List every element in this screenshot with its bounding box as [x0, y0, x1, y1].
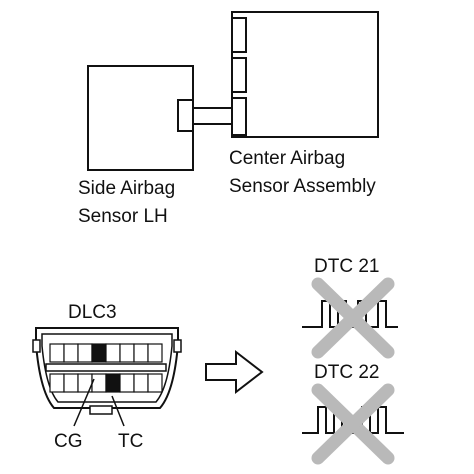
center-airbag-label-line1: Center Airbag [229, 148, 345, 169]
center-sensor-connector-2 [231, 57, 247, 93]
center-airbag-label-line2: Sensor Assembly [229, 176, 376, 197]
dlc3-terminal-r2-c7 [133, 373, 149, 393]
center-airbag-sensor-assembly [231, 11, 379, 138]
dlc3-connector [32, 327, 182, 427]
dlc3-terminal-r1-c8 [147, 343, 163, 363]
dlc3-terminal-r2-c1 [49, 373, 65, 393]
dlc3-terminal-r2-c4 [91, 373, 107, 393]
x-cross-icon [311, 277, 395, 359]
dlc3-left-latch [32, 339, 41, 353]
dlc3-terminal-r2-c2 [63, 373, 79, 393]
dlc3-terminal-r1-c5 [105, 343, 121, 363]
dlc3-terminal-r2-c6 [119, 373, 135, 393]
dlc3-bottom-key [89, 405, 113, 415]
tc-leader-line [111, 395, 125, 427]
side-sensor-connector [177, 99, 194, 132]
side-airbag-label-line2: Sensor LH [78, 206, 168, 227]
right-arrow-icon [205, 349, 264, 395]
dlc3-label: DLC3 [68, 302, 117, 323]
tc-label: TC [118, 431, 143, 452]
dlc3-right-latch [173, 339, 182, 353]
dlc3-terminal-r1-c3 [77, 343, 93, 363]
side-airbag-sensor-lh [87, 65, 194, 171]
cg-leader-line [73, 378, 95, 427]
sensor-harness [193, 107, 232, 125]
center-sensor-connector-1 [231, 17, 247, 53]
side-airbag-label-line1: Side Airbag [78, 178, 175, 199]
dlc3-pin-row-top [49, 343, 163, 363]
dlc3-terminal-r1-c7 [133, 343, 149, 363]
dlc3-terminal-r1-c1 [49, 343, 65, 363]
dlc3-terminal-r1-c2 [63, 343, 79, 363]
dlc3-terminal-r1-c6 [119, 343, 135, 363]
x-cross-icon [311, 383, 395, 465]
dtc-22-label: DTC 22 [314, 362, 379, 383]
dlc3-pin-row-bottom [49, 373, 163, 393]
cg-label: CG [54, 431, 83, 452]
center-sensor-connector-3 [231, 97, 247, 136]
dlc3-terminal-r2-c8 [147, 373, 163, 393]
dlc3-terminal-highlighted-r2-c5 [105, 373, 121, 393]
dtc-21-label: DTC 21 [314, 256, 379, 277]
dlc3-terminal-highlighted-r1-c4 [91, 343, 107, 363]
dlc3-center-bar [45, 363, 167, 372]
